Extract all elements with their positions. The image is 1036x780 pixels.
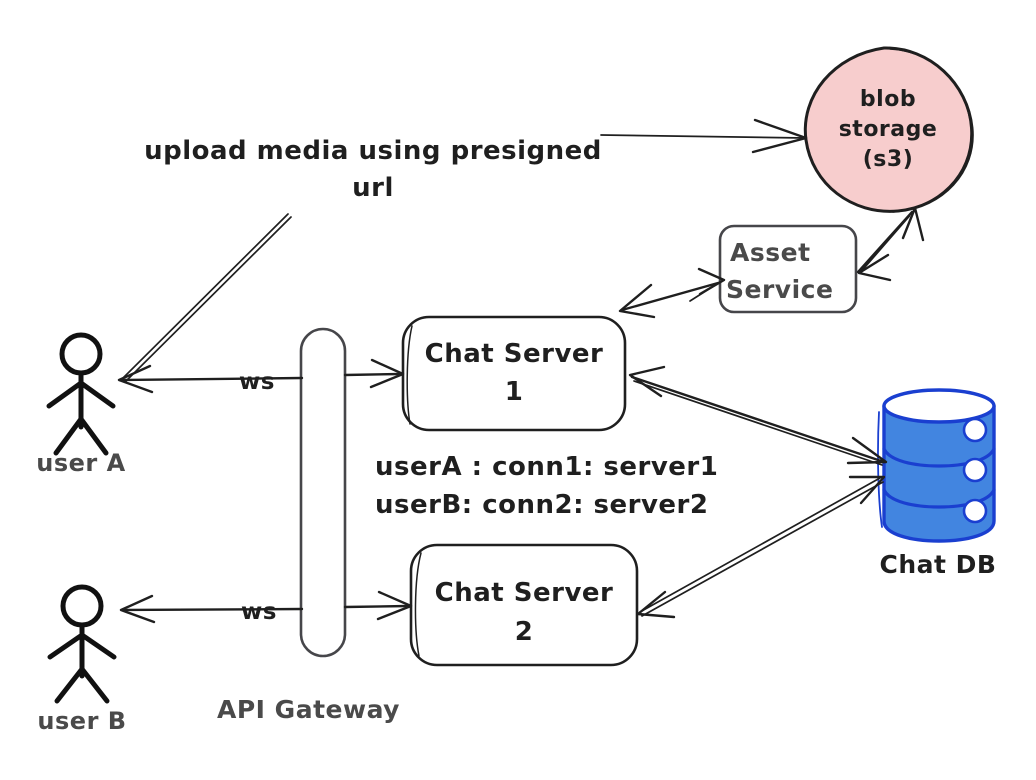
node-chat-server-1[interactable]: Chat Server 1 [401,315,627,432]
user-b-legs [54,666,110,704]
asset-service-label-line2: Service [726,275,833,304]
connection-map-line1: userA : conn1: server1 [375,452,718,482]
blob-storage-label-line3: (s3) [863,147,914,172]
annotation-connection-map: userA : conn1: server1 userB: conn2: ser… [375,452,718,520]
node-user-b[interactable]: user B [37,584,126,735]
upload-label-line2: url [352,173,394,203]
user-b-head [60,584,104,628]
asset-service-label-line1: Asset [730,238,811,267]
blob-storage-circle-sketch [889,48,972,213]
edge-cs1-db-line [630,375,886,464]
node-chat-server-2[interactable]: Chat Server 2 [409,543,639,667]
edge-gw-cs2-line [343,604,410,609]
chat-server-1-label-line1: Chat Server [425,339,604,369]
upload-label-line1: upload media using presigned [144,136,602,166]
chat-server-1-label-line2: 1 [505,377,524,407]
chat-db-indicator-2 [962,457,988,483]
edge-chat-server-2-chat-db[interactable] [636,475,886,619]
edge-cs2-db-line [639,477,881,613]
edge-gw-cs2-arrowhead [376,590,413,621]
blob-storage-label-line1: blob [860,87,916,112]
edge-gw-cs1-arrowhead [369,358,405,389]
chat-db-sketch [877,411,883,528]
edge-as-blob-arrowhead-up [901,206,925,242]
chat-server-1-box [401,315,627,432]
edge-user-a-api-gateway[interactable]: ws [117,364,304,395]
node-api-gateway[interactable]: API Gateway [217,327,400,724]
edge-cs1-db-arrowhead-right [846,436,888,465]
asset-service-box [718,224,858,314]
chat-server-2-label-line2: 2 [515,617,534,647]
edge-user-a-arrowhead [117,364,154,394]
edge-as-cs1-arrowhead-right [697,267,726,296]
edge-user-b-line [122,607,304,612]
edge-as-cs1-arrowhead-left [618,283,656,319]
connection-map-line2: userB: conn2: server2 [375,490,708,520]
edge-upload-media[interactable]: upload media using presigned url [121,118,808,383]
node-chat-db[interactable]: Chat DB [877,388,997,579]
user-b-label: user B [37,707,126,735]
edge-cs2-db-arrowhead-right [848,475,886,505]
api-gateway-label: API Gateway [217,695,400,724]
edge-asset-service-chat-server-1[interactable] [618,267,726,319]
edge-as-blob-arrowhead-down [857,253,892,282]
user-a-head [59,332,103,376]
edge-cs2-db-arrowhead-left [636,590,676,619]
edge-upload-arrowhead [751,118,808,154]
node-asset-service[interactable]: Asset Service [718,224,858,314]
blob-storage-label-line2: storage [839,117,938,142]
edge-api-gateway-chat-server-1[interactable] [343,358,405,389]
node-user-a[interactable]: user A [36,332,125,477]
edge-as-cs1-line [620,281,720,312]
edge-as-blob-line-2 [860,214,911,272]
chat-server-2-box-sketch [414,552,422,657]
edge-user-b-api-gateway[interactable]: ws [119,594,304,625]
chat-db-top [882,388,996,424]
user-a-arms [46,380,116,409]
edge-chat-server-1-chat-db[interactable] [628,365,888,466]
api-gateway-pill [299,327,347,658]
user-b-arms [47,632,117,660]
edge-upload-horizontal [600,134,806,139]
chat-db-divider-2 [882,488,996,509]
chat-server-2-label-line1: Chat Server [435,578,614,608]
edge-user-b-arrowhead [119,594,156,624]
edge-user-a-line [120,376,304,382]
chat-db-label: Chat DB [880,550,997,579]
edge-upload-diagonal [121,213,289,380]
user-a-label: user A [36,449,125,477]
chat-db-indicator-3 [962,498,988,524]
edge-gw-cs1-line [343,372,402,377]
node-blob-storage[interactable]: blob storage (s3) [803,46,974,213]
edge-asset-service-blob-storage[interactable] [856,206,925,282]
ws-label-top: ws [239,369,275,395]
user-a-legs [53,416,109,456]
edge-api-gateway-chat-server-2[interactable] [343,590,413,621]
ws-label-bottom: ws [241,599,277,625]
edge-cs1-db-line-2 [633,380,883,466]
chat-db-indicator-1 [962,417,988,443]
edge-upload-diagonal-2 [124,216,292,383]
chat-db-divider-1 [882,447,996,468]
edge-cs2-db-line-2 [641,481,884,617]
edge-cs1-db-arrowhead-left [628,365,666,398]
chat-server-1-box-sketch [406,325,413,425]
